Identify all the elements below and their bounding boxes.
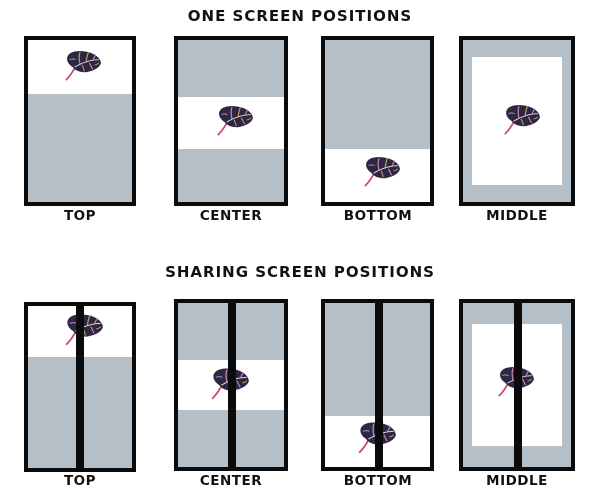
screen-divider [514,303,522,467]
one-screen-top-label: TOP [63,208,97,224]
leaf-icon [60,49,102,83]
sharing-screen-bottom-frame [321,299,434,471]
sharing-screen-center-label: CENTER [199,473,263,489]
one-screen-bottom-frame [321,36,434,206]
screen-divider [76,306,84,468]
screen-divider [375,303,383,467]
one-screen-bottom-label: BOTTOM [343,208,413,224]
sharing-screen-middle-label: MIDDLE [486,473,548,489]
sharing-screen-top-frame [24,302,136,472]
leaf-icon [212,104,254,138]
sharing-screen-bottom-label: BOTTOM [343,473,413,489]
screen-divider [228,303,236,467]
leaf-icon [499,103,541,137]
one-screen-middle-frame [459,36,575,206]
one-screen-positions-heading: ONE SCREEN POSITIONS [187,7,413,25]
sharing-screen-center-frame [174,299,288,471]
leaf-icon [359,155,401,189]
one-screen-middle-label: MIDDLE [486,208,548,224]
sharing-screen-middle-frame [459,299,575,471]
one-screen-top-frame [24,36,136,206]
one-screen-center-frame [174,36,288,206]
sharing-screen-top-label: TOP [63,473,97,489]
sharing-screen-positions-heading: SHARING SCREEN POSITIONS [165,263,435,281]
one-screen-center-label: CENTER [199,208,263,224]
